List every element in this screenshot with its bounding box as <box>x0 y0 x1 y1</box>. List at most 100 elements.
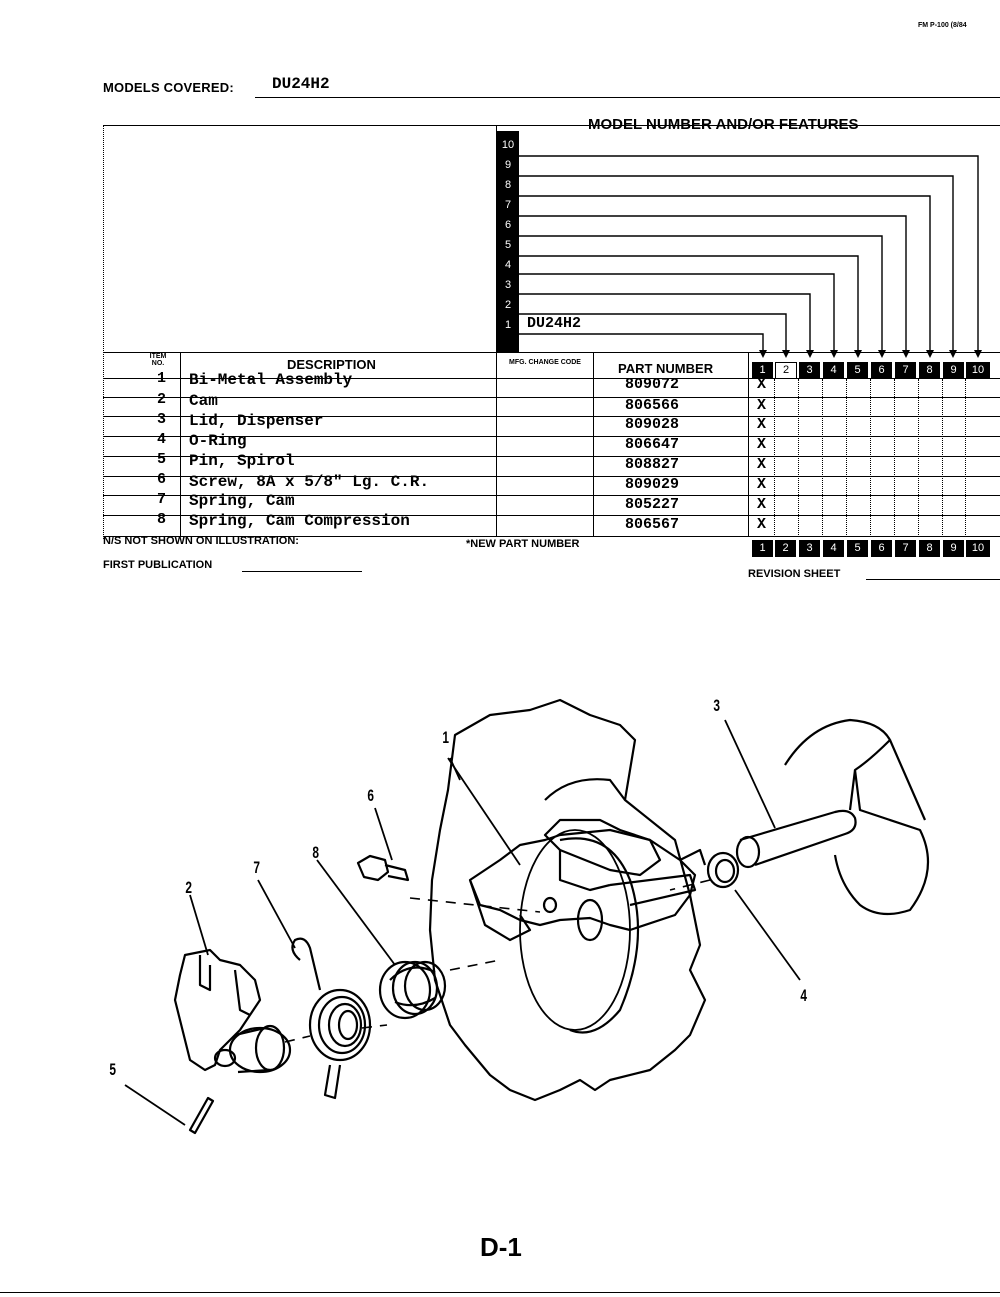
col-line-6 <box>894 379 895 537</box>
bottom-rule <box>0 1292 1000 1293</box>
row-1-line <box>103 397 1000 398</box>
col-line-5 <box>870 379 871 537</box>
col-line-9 <box>965 379 966 537</box>
row-5-part: 808827 <box>625 456 680 473</box>
row-1-mark: X <box>757 376 767 393</box>
callout-3: 3 <box>713 696 721 715</box>
col-line-1 <box>774 379 775 537</box>
row-5-mark: X <box>757 456 767 473</box>
col-num-2: 2 <box>775 362 797 379</box>
header-bottom-line <box>103 378 1000 379</box>
row-7-part: 805227 <box>625 496 680 513</box>
table-left-border <box>103 125 104 539</box>
row-2-description: Cam <box>189 392 218 410</box>
header-top-line <box>103 352 1000 353</box>
col-line-7 <box>918 379 919 537</box>
row-2-item: 2 <box>156 391 166 408</box>
row-6-line <box>103 495 1000 496</box>
row-5-line <box>103 476 1000 477</box>
row-2-part: 806566 <box>625 397 680 414</box>
row-6-item: 6 <box>156 471 166 488</box>
model-slot-5: 5 <box>504 239 512 251</box>
col-line-item <box>180 352 181 537</box>
callout-8: 8 <box>312 843 320 862</box>
first-publication-label: FIRST PUBLICATION <box>103 559 213 571</box>
model-slot-3: 3 <box>504 279 512 291</box>
form-code: FM P-100 (8/84 <box>918 22 967 29</box>
part-number-header: PART NUMBER <box>618 361 714 376</box>
col-line-part <box>748 352 749 537</box>
row-3-line <box>103 436 1000 437</box>
foot-col-num-8: 8 <box>919 540 940 557</box>
model-slot-6: 6 <box>504 219 512 231</box>
model-slot-4: 4 <box>504 259 512 271</box>
row-6-part: 809029 <box>625 476 680 493</box>
row-8-item: 8 <box>156 511 166 528</box>
item-no-header: ITEM NO. <box>149 353 167 367</box>
table-top-rule <box>103 125 1000 126</box>
row-8-line <box>103 536 1000 537</box>
model-slot-9: 9 <box>504 159 512 171</box>
col-num-5: 5 <box>847 362 868 379</box>
row-1-description: Bi-Metal Assembly <box>189 371 353 389</box>
col-num-4: 4 <box>823 362 844 379</box>
model-slot-10: 10 <box>501 139 515 151</box>
foot-col-num-4: 4 <box>823 540 844 557</box>
foot-col-num-3: 3 <box>799 540 820 557</box>
row-4-part: 806647 <box>625 436 680 453</box>
row-2-mark: X <box>757 397 767 414</box>
foot-col-num-1: 1 <box>752 540 773 557</box>
row-8-description: Spring, Cam Compression <box>189 512 410 530</box>
foot-col-num-10: 10 <box>966 540 990 557</box>
col-num-10: 10 <box>966 362 990 379</box>
callout-6: 6 <box>367 786 375 805</box>
row-4-line <box>103 456 1000 457</box>
col-num-1: 1 <box>752 362 773 379</box>
callout-1: 1 <box>442 728 450 747</box>
row-8-mark: X <box>757 516 767 533</box>
col-num-9: 9 <box>943 362 964 379</box>
col-line-2 <box>798 379 799 537</box>
foot-col-num-7: 7 <box>895 540 916 557</box>
models-covered-value: DU24H2 <box>272 75 330 93</box>
callout-4: 4 <box>800 986 808 1005</box>
row-4-description: O-Ring <box>189 432 247 450</box>
col-line-8 <box>942 379 943 537</box>
col-num-3: 3 <box>799 362 820 379</box>
row-6-mark: X <box>757 476 767 493</box>
revision-sheet-label: REVISION SHEET <box>748 568 841 580</box>
model-leader-lines <box>519 155 982 358</box>
row-3-item: 3 <box>156 411 166 428</box>
first-publication-line <box>242 571 362 572</box>
col-line-3 <box>822 379 823 537</box>
row-4-mark: X <box>757 436 767 453</box>
features-title: MODEL NUMBER AND/OR FEATURES <box>588 116 859 133</box>
model-slot-column <box>497 131 519 352</box>
new-part-note: *NEW PART NUMBER <box>466 538 580 550</box>
row-1-part: 809072 <box>625 376 680 393</box>
callout-2: 2 <box>185 878 193 897</box>
col-num-6: 6 <box>871 362 892 379</box>
row-7-description: Spring, Cam <box>189 492 295 510</box>
foot-col-num-5: 5 <box>847 540 868 557</box>
models-underline <box>255 97 1000 98</box>
model-1-name: DU24H2 <box>527 315 582 332</box>
row-3-part: 809028 <box>625 416 680 433</box>
col-line-mfg <box>593 352 594 537</box>
exploded-parts-illustration <box>124 698 930 1135</box>
callout-5: 5 <box>109 1060 117 1079</box>
model-slot-7: 7 <box>504 199 512 211</box>
row-5-item: 5 <box>156 451 166 468</box>
model-slot-1: 1 <box>504 319 512 331</box>
row-3-description: Lid, Dispenser <box>189 412 324 430</box>
foot-col-num-6: 6 <box>871 540 892 557</box>
not-shown-note: N/S NOT SHOWN ON ILLUSTRATION: <box>103 535 299 547</box>
col-line-4 <box>846 379 847 537</box>
models-covered-label: MODELS COVERED: <box>103 80 234 95</box>
col-line-desc <box>496 125 497 537</box>
model-slot-8: 8 <box>504 179 512 191</box>
mfg-change-code-header: MFG. CHANGE CODE <box>509 359 581 366</box>
model-slot-2: 2 <box>504 299 512 311</box>
row-5-description: Pin, Spirol <box>189 452 295 470</box>
revision-sheet-line <box>866 579 1000 580</box>
